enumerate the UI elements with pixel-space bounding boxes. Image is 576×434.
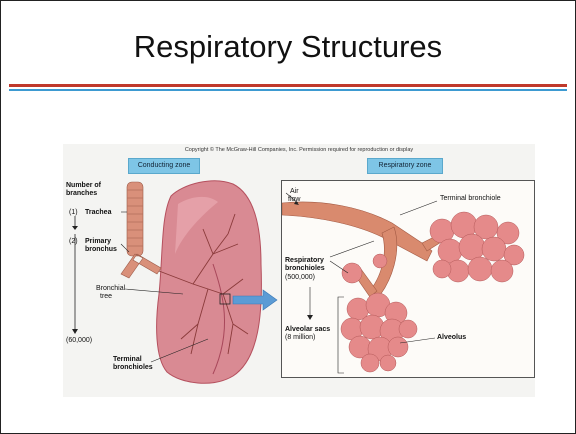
respiratory-figure: Copyright © The McGraw-Hill Companies, I…	[63, 144, 535, 397]
lower-alveolar-sac	[341, 293, 417, 372]
respiratory-bronchioles-label-line1: Respiratory	[285, 257, 324, 265]
alveolar-sacs-count: (8 million)	[285, 334, 315, 342]
bronchus-count: (2)	[69, 238, 78, 246]
terminal-bronchiole-label: Terminal bronchiole	[440, 195, 501, 203]
branches-guide-arrowhead	[72, 329, 78, 334]
title-divider-red	[9, 84, 567, 87]
alveoli-illustration	[282, 181, 534, 377]
respiratory-bronchiole-bulb	[342, 263, 362, 283]
respiratory-zone-panel: Air flow Terminal bronchiole Respiratory…	[281, 180, 535, 378]
trachea	[127, 182, 143, 256]
primary-bronchus-label-line2: bronchus	[85, 246, 117, 254]
branches-header-line1: Number of	[66, 182, 101, 190]
terminal-count: (60,000)	[66, 337, 92, 345]
primary-bronchus	[121, 254, 161, 278]
respiratory-bronchiole-bulb-2	[373, 254, 387, 268]
lung-shape	[157, 181, 262, 383]
alveolus-label: Alveolus	[437, 334, 466, 342]
air-flow-label-line2: flow	[288, 196, 300, 204]
bronchial-tree-label-line1: Bronchial	[96, 285, 125, 293]
air-flow-label-line1: Air	[290, 188, 299, 196]
respiratory-bronchioles-count: (500,000)	[285, 274, 315, 282]
trachea-label: Trachea	[85, 209, 111, 217]
terminal-bronchiole-tube	[282, 202, 432, 261]
primary-bronchus-label-line1: Primary	[85, 238, 111, 246]
bronchial-tree-label-line2: tree	[100, 293, 112, 301]
respiratory-bronchioles-label-line2: bronchioles	[285, 265, 325, 273]
title-divider-blue	[9, 89, 567, 91]
trachea-count: (1)	[69, 209, 78, 217]
slide-title: Respiratory Structures	[1, 29, 575, 65]
alveolar-sacs-label: Alveolar sacs	[285, 326, 330, 334]
terminal-bronchioles-label-line1: Terminal	[113, 356, 142, 364]
terminal-bronchioles-label-line2: bronchioles	[113, 364, 153, 372]
upper-alveolar-cluster	[430, 212, 524, 282]
branches-header-line2: branches	[66, 190, 97, 198]
